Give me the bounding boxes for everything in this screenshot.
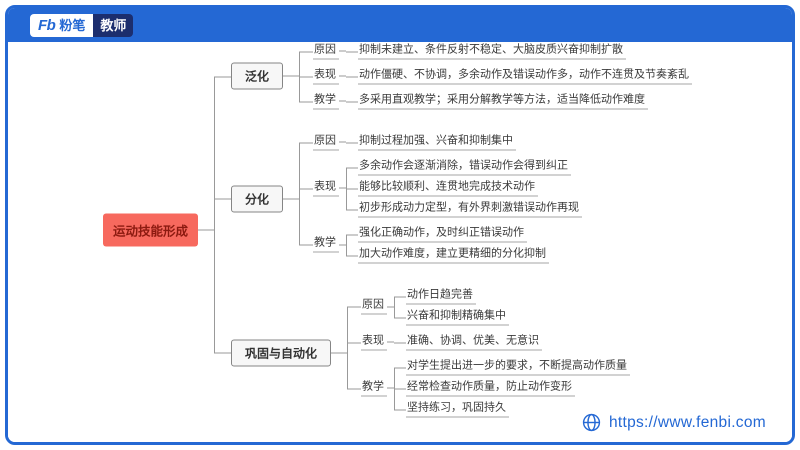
branch-groups: 原因 抑制未建立、条件反射不稳定、大脑皮质兴奋抑制扩散 表现 (299, 39, 693, 114)
item-row: 经常检查动作质量，防止动作变形 (394, 377, 630, 399)
fenbi-logo: Fb 粉笔 教师 (30, 13, 134, 37)
group-label: 原因 (313, 43, 340, 59)
mindmap: 运动技能形成 泛化 原因 抑制未建立、条件反射不稳定、大脑皮质兴奋抑制扩散 (103, 31, 693, 430)
group-label: 教学 (361, 380, 388, 396)
group-label: 原因 (361, 299, 388, 315)
connector-stub (339, 50, 347, 52)
group: 教学 强化正确动作，及时纠正错误动作 加大动作难度，建立更精细的分化抑制 (299, 221, 582, 268)
header-bar: Fb 粉笔 教师 (8, 8, 792, 42)
mindmap-item: 初步形成动力定型，有外界刺激错误动作再现 (358, 201, 583, 217)
item-row: 动作日趋完善 (394, 286, 509, 307)
branch: 分化 原因 抑制过程加强、兴奋和抑制集中 (214, 121, 692, 276)
group: 原因 抑制未建立、条件反射不稳定、大脑皮质兴奋抑制扩散 (299, 39, 692, 64)
item-row: 抑制过程加强、兴奋和抑制集中 (346, 132, 517, 153)
group: 教学 多采用直观教学；采用分解教学等方法，适当降低动作难度 (299, 88, 692, 114)
connector-stub (339, 75, 347, 77)
branch-node: 泛化 (231, 62, 284, 90)
group: 原因 动作日趋完善 兴奋和抑制精确集中 (347, 284, 630, 330)
mindmap-item: 动作僵硬、不协调，多余动作及错误动作多，动作不连贯及节奏紊乱 (358, 68, 693, 84)
globe-icon (582, 413, 601, 432)
mindmap-item: 强化正确动作，及时纠正错误动作 (358, 226, 528, 242)
mindmap-item: 多余动作会逐渐消除，错误动作会得到纠正 (358, 159, 572, 175)
group-items: 抑制未建立、条件反射不稳定、大脑皮质兴奋抑制扩散 (346, 41, 627, 62)
branch: 巩固与自动化 原因 动作日趋完善 兴奋和抑制精确集中 (214, 275, 692, 430)
connector-stub (339, 100, 347, 102)
group: 原因 抑制过程加强、兴奋和抑制集中 (299, 130, 582, 155)
connector-stub (339, 187, 347, 189)
group-items: 强化正确动作，及时纠正错误动作 加大动作难度，建立更精细的分化抑制 (346, 224, 550, 266)
logo-brand-text: 粉笔 (59, 17, 86, 33)
fb-logo-icon: Fb (38, 16, 56, 34)
item-row: 准确、协调、优美、无意识 (394, 332, 543, 353)
group: 表现 动作僵硬、不协调，多余动作及错误动作多，动作不连贯及节奏紊乱 (299, 63, 693, 89)
connector-stub (387, 306, 395, 307)
site-url[interactable]: https://www.fenbi.com (608, 413, 766, 431)
mindmap-item: 多采用直观教学；采用分解教学等方法，适当降低动作难度 (358, 93, 649, 109)
item-row: 多余动作会逐渐消除，错误动作会得到纠正 (346, 157, 582, 178)
group: 教学 对学生提出进一步的要求，不断提高动作质量 经常检查动作质量，防止动作变形 (347, 354, 631, 422)
mindmap-item: 加大动作难度，建立更精细的分化抑制 (358, 247, 550, 263)
item-row: 强化正确动作，及时纠正错误动作 (346, 224, 549, 245)
group-items: 对学生提出进一步的要求，不断提高动作质量 经常检查动作质量，防止动作变形 坚持练… (394, 357, 631, 420)
branch-node: 分化 (231, 185, 284, 212)
mindmap-item: 兴奋和抑制精确集中 (406, 309, 510, 325)
logo-brand: Fb 粉笔 (30, 13, 94, 37)
mindmap-item: 抑制过程加强、兴奋和抑制集中 (358, 134, 517, 150)
group: 表现 多余动作会逐渐消除，错误动作会得到纠正 能够比较顺利、连贯地完成技术动作 (299, 154, 583, 222)
connector-stub (331, 352, 348, 353)
branch-node: 巩固与自动化 (231, 339, 332, 366)
connector-stub (198, 229, 215, 231)
connector-stub (339, 141, 347, 143)
logo-teacher-badge: 教师 (93, 13, 134, 37)
connector-stub (283, 198, 300, 199)
group-label: 表现 (361, 334, 388, 350)
group-label: 表现 (313, 180, 340, 196)
mindmap-item: 能够比较顺利、连贯地完成技术动作 (358, 180, 539, 196)
group-label: 教学 (313, 93, 340, 109)
group-items: 多采用直观教学；采用分解教学等方法，适当降低动作难度 (346, 91, 649, 112)
group-label: 原因 (313, 134, 340, 150)
connector-stub (339, 244, 347, 245)
mindmap-item: 经常检查动作质量，防止动作变形 (406, 380, 576, 396)
item-row: 加大动作难度，建立更精细的分化抑制 (346, 244, 550, 266)
connector-stub (387, 341, 395, 343)
branch-groups: 原因 抑制过程加强、兴奋和抑制集中 表现 (299, 130, 583, 268)
group-items: 多余动作会逐渐消除，错误动作会得到纠正 能够比较顺利、连贯地完成技术动作 初步形… (346, 157, 583, 220)
connector-stub (387, 387, 395, 389)
item-row: 对学生提出进一步的要求，不断提高动作质量 (394, 357, 631, 378)
branch-groups: 原因 动作日趋完善 兴奋和抑制精确集中 (347, 284, 631, 422)
connector-stub (283, 75, 300, 77)
mindmap-item: 准确、协调、优美、无意识 (406, 334, 543, 350)
group-items: 抑制过程加强、兴奋和抑制集中 (346, 132, 517, 153)
item-row: 多采用直观教学；采用分解教学等方法，适当降低动作难度 (346, 91, 649, 112)
mindmap-item: 抑制未建立、条件反射不稳定、大脑皮质兴奋抑制扩散 (358, 43, 627, 59)
slide-frame: Fb 粉笔 教师 运动技能形成 泛化 原因 (5, 5, 795, 445)
item-row: 兴奋和抑制精确集中 (394, 306, 510, 328)
item-row: 坚持练习，巩固持久 (394, 398, 630, 420)
footer-link: https://www.fenbi.com (582, 413, 766, 432)
mindmap-item: 坚持练习，巩固持久 (406, 401, 510, 417)
mindmap-item: 动作日趋完善 (406, 288, 477, 304)
item-row: 动作僵硬、不协调，多余动作及错误动作多，动作不连贯及节奏紊乱 (346, 66, 693, 87)
group-items: 动作僵硬、不协调，多余动作及错误动作多，动作不连贯及节奏紊乱 (346, 66, 693, 87)
item-row: 能够比较顺利、连贯地完成技术动作 (346, 177, 582, 199)
slide-body: 运动技能形成 泛化 原因 抑制未建立、条件反射不稳定、大脑皮质兴奋抑制扩散 (8, 42, 792, 442)
branches: 泛化 原因 抑制未建立、条件反射不稳定、大脑皮质兴奋抑制扩散 (214, 31, 693, 430)
group: 表现 准确、协调、优美、无意识 (347, 329, 630, 355)
root-node: 运动技能形成 (103, 213, 199, 247)
group-label: 教学 (313, 237, 340, 253)
item-row: 抑制未建立、条件反射不稳定、大脑皮质兴奋抑制扩散 (346, 41, 627, 62)
group-label: 表现 (313, 68, 340, 84)
group-items: 动作日趋完善 兴奋和抑制精确集中 (394, 286, 510, 328)
branch: 泛化 原因 抑制未建立、条件反射不稳定、大脑皮质兴奋抑制扩散 (214, 31, 693, 122)
mindmap-item: 对学生提出进一步的要求，不断提高动作质量 (406, 359, 631, 375)
group-items: 准确、协调、优美、无意识 (394, 332, 543, 353)
item-row: 初步形成动力定型，有外界刺激错误动作再现 (346, 198, 583, 220)
